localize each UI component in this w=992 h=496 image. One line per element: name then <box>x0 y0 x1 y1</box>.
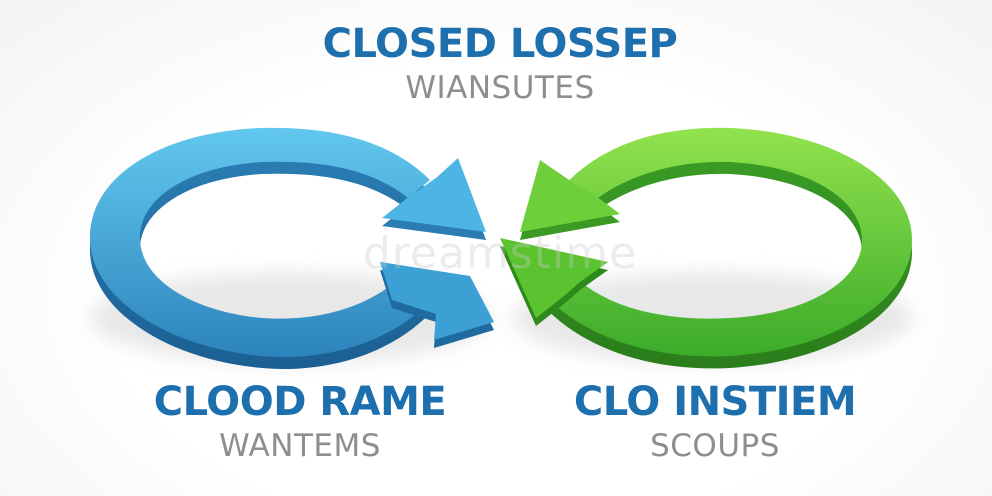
left-label-title: CLOOD RAME <box>153 379 447 425</box>
blue-arrowhead-bottom-face <box>380 262 494 340</box>
top-label: CLOSED LOSSEP WIANSUTES <box>300 20 700 108</box>
right-label: CLO INSTIEM SCOUPS <box>560 378 870 466</box>
right-label-subtitle: SCOUPS <box>650 428 780 464</box>
green-arrowhead-top-face <box>520 160 620 232</box>
top-label-title: CLOSED LOSSEP <box>322 21 678 67</box>
blue-cycle-arrow <box>89 127 494 369</box>
right-label-title: CLO INSTIEM <box>573 379 857 425</box>
green-ring-face <box>540 127 912 357</box>
blue-ring-face <box>89 127 441 357</box>
watermark-text: dreamstime <box>362 228 638 279</box>
top-label-subtitle: WIANSUTES <box>405 70 595 106</box>
blue-arrowhead-top-face <box>382 158 486 232</box>
left-label-subtitle: WANTEMS <box>219 428 381 464</box>
green-cycle-arrow <box>500 127 912 369</box>
left-label: CLOOD RAME WANTEMS <box>140 378 460 466</box>
green-arrowhead-bottom-face <box>500 238 608 318</box>
